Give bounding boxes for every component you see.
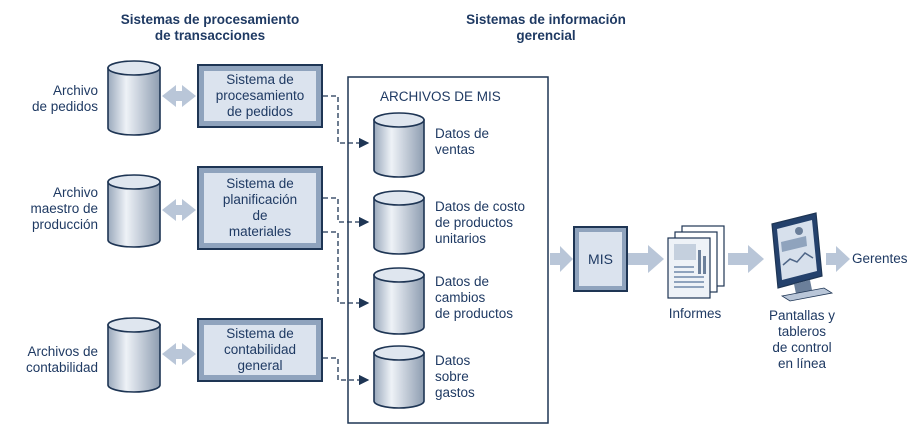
flow-arrows xyxy=(550,245,850,273)
mis-header: Sistemas de información gerencial xyxy=(466,12,626,43)
mis-file-label-cambios: Datos de cambios de productos xyxy=(435,274,514,321)
flow-arrow-files-to-mis xyxy=(550,246,573,272)
mis-box-label: MIS xyxy=(588,251,613,267)
system-label-materiales: Sistema de planificación de materiales xyxy=(222,176,298,239)
file-label-produccion: Archivo maestro de producción xyxy=(30,185,98,232)
mis-file-label-gastos: Datos sobre gastos xyxy=(435,353,475,400)
double-arrow-1 xyxy=(162,85,196,107)
double-arrows xyxy=(162,85,196,365)
system-box-materiales: Sistema de planificación de materiales xyxy=(197,166,323,250)
system-box-contabilidad: Sistema de contabilidad general xyxy=(197,318,323,382)
reports-label: Informes xyxy=(668,306,722,321)
connector-4 xyxy=(323,357,370,386)
mis-files-title: ARCHIVOS DE MIS xyxy=(380,89,501,104)
managers-label: Gerentes xyxy=(852,251,908,266)
file-cylinder-2 xyxy=(107,174,161,248)
mis-cylinder-3 xyxy=(373,267,425,335)
system-label-pedidos: Sistema de procesamiento de pedidos xyxy=(215,72,305,119)
connector-3 xyxy=(323,231,370,309)
flow-arrow-reports-to-screens xyxy=(728,245,764,273)
system-label-contabilidad: Sistema de contabilidad general xyxy=(223,326,297,373)
system-box-pedidos: Sistema de procesamiento de pedidos xyxy=(197,64,323,128)
screens-label: Pantallas y tableros de control en línea xyxy=(768,308,836,371)
file-cylinder-3 xyxy=(107,317,161,393)
monitor-icon xyxy=(771,212,834,302)
flow-arrow-screens-to-managers xyxy=(826,246,850,272)
double-arrow-2 xyxy=(162,199,196,221)
mis-cylinder-4 xyxy=(373,345,425,409)
flow-arrow-mis-to-reports xyxy=(628,245,664,273)
mis-file-label-ventas: Datos de ventas xyxy=(435,126,490,157)
mis-file-label-costos: Datos de costo de productos unitarios xyxy=(435,199,526,246)
file-cylinder-1 xyxy=(107,60,161,136)
mis-box-inner xyxy=(579,232,622,286)
connector-1 xyxy=(323,95,370,149)
dashed-connectors xyxy=(323,95,370,386)
tps-header: Sistemas de procesamiento de transaccion… xyxy=(120,12,300,43)
mis-cylinder-2 xyxy=(373,190,425,255)
reports-icon xyxy=(667,225,725,299)
file-label-pedidos: Archivo de pedidos xyxy=(31,83,98,114)
connector-2 xyxy=(323,197,370,228)
file-label-contabilidad: Archivos de contabilidad xyxy=(25,344,98,375)
double-arrow-3 xyxy=(162,343,196,365)
mis-cylinder-1 xyxy=(373,112,425,178)
